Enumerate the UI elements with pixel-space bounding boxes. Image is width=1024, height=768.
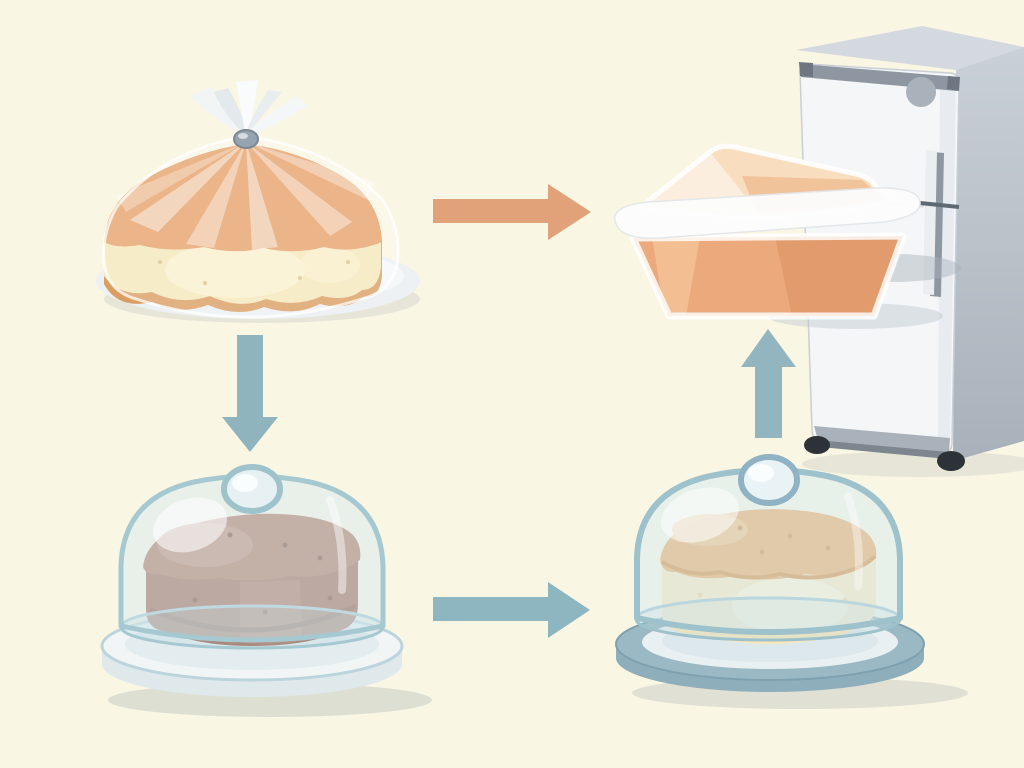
dome-knob-highlight <box>232 474 258 492</box>
cake-speckle <box>203 281 207 285</box>
arrow-right-blue-icon <box>433 582 590 638</box>
fridge-bottom-strip-dark <box>818 440 949 459</box>
golden-cake-dome-icon <box>615 454 968 709</box>
cake-tan-top <box>104 144 382 252</box>
wrap-pleat <box>246 142 278 250</box>
fridge-seam-dark-segment <box>919 201 960 209</box>
dome-highlight <box>661 487 739 543</box>
dome-streak <box>326 496 347 594</box>
flow-arrows <box>222 184 796 638</box>
wrap-pleat <box>116 142 246 212</box>
container-rim <box>614 187 921 239</box>
fridge-foot-left <box>804 436 830 454</box>
cake-side-highlight <box>165 242 305 298</box>
fridge-logo-dot <box>906 77 936 107</box>
fridge-handle-icon <box>923 150 937 295</box>
wrapped-cake-icon <box>96 80 420 323</box>
wrap-fan-wing <box>190 87 246 136</box>
arrow-up-icon <box>741 329 796 438</box>
wrap-pleat <box>246 142 376 200</box>
container-base-wall <box>629 232 907 320</box>
wrap-fan-wing <box>236 80 258 132</box>
wrap-tie-knot <box>233 129 259 149</box>
wrap-pleat <box>246 142 352 236</box>
cake-container-icon <box>614 143 961 329</box>
cake-speckle <box>158 260 162 264</box>
container-base-cake-shade <box>775 236 903 316</box>
arrow-right-orange-icon <box>433 184 591 240</box>
dome-streak <box>844 492 863 590</box>
wrap-fan-wing <box>247 90 282 132</box>
cake-speckle <box>298 276 302 280</box>
container-base-cake-highlight <box>652 238 700 316</box>
fridge-foot-right <box>937 451 965 471</box>
refrigerator-icon <box>796 26 1024 477</box>
wrap-pleat <box>130 142 246 232</box>
fridge-top-surface <box>796 26 1024 70</box>
arrow-down-icon <box>222 335 278 452</box>
fridge-trim-cap-right <box>947 76 960 91</box>
cake-side-highlight-2 <box>300 247 360 283</box>
dome-knob-highlight <box>748 464 774 482</box>
fridge-floor-shadow <box>802 451 1024 477</box>
dome-highlight <box>152 497 228 553</box>
wrap-pleat <box>186 142 246 248</box>
plastic-wrap-dome <box>102 134 400 319</box>
wrap-tie-highlight <box>238 133 248 139</box>
fridge-side-panel <box>953 47 1024 461</box>
wrap-fan-wing <box>248 96 308 136</box>
cake-speckle <box>346 260 350 264</box>
wrap-fan-wing <box>214 88 247 134</box>
chocolate-cake-dome-icon <box>100 464 432 717</box>
fridge-trim-cap-left <box>799 62 813 77</box>
fridge-bottom-strip <box>814 426 950 452</box>
